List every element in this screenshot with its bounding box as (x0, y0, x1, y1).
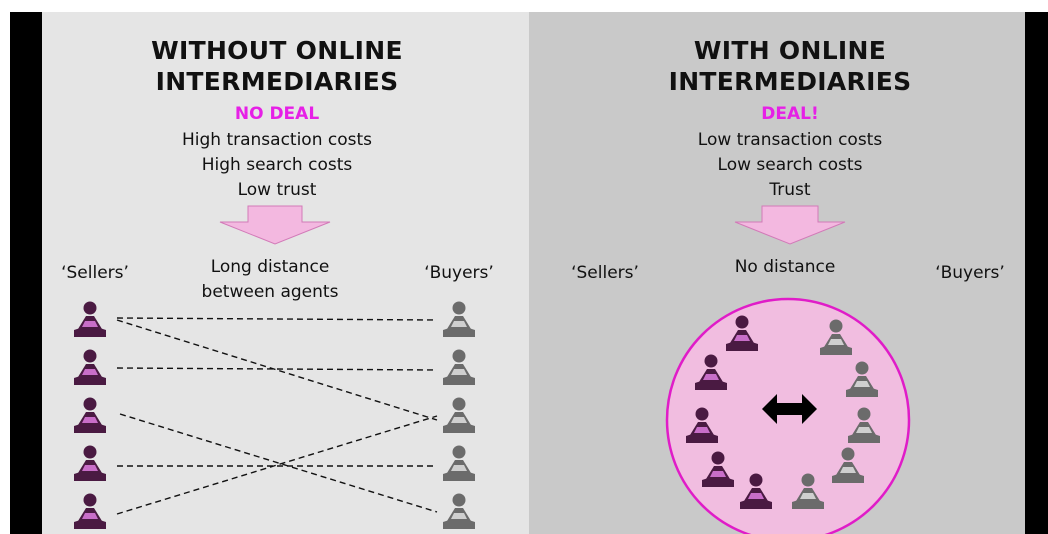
right-reason-3: Trust (769, 180, 811, 200)
seller-person-icon (695, 354, 727, 390)
right-sellers-label: ‘Sellers’ (571, 263, 639, 283)
buyer-person-icon (443, 445, 475, 481)
buyer-person-icon (846, 361, 878, 397)
right-title-line1: WITH ONLINE (693, 36, 887, 65)
seller-person-icon (74, 301, 106, 337)
seller-person-icon (74, 445, 106, 481)
left-sellers-label: ‘Sellers’ (61, 263, 129, 283)
buyer-person-icon (820, 319, 852, 355)
right-black-border (1025, 12, 1048, 534)
left-reason-1: High transaction costs (181, 130, 373, 150)
seller-person-icon (74, 397, 106, 433)
right-distance-label: No distance (734, 257, 836, 277)
dashed-line (116, 319, 438, 421)
seller-person-icon (740, 473, 772, 509)
buyer-person-icon (832, 447, 864, 483)
left-black-border (10, 12, 42, 534)
right-title-line2: INTERMEDIARIES (668, 67, 912, 96)
double-arrow-icon (762, 394, 817, 424)
right-verdict: DEAL! (761, 104, 819, 124)
left-verdict: NO DEAL (234, 104, 320, 124)
dashed-line (116, 317, 438, 321)
buyer-person-icon (443, 349, 475, 385)
left-title-line2: INTERMEDIARIES (155, 67, 399, 96)
connection-lines (116, 317, 438, 515)
seller-person-icon (702, 451, 734, 487)
buyer-person-icon (443, 301, 475, 337)
dashed-line (119, 413, 438, 513)
left-title-line1: WITHOUT ONLINE (151, 36, 403, 65)
seller-person-icon (74, 349, 106, 385)
left-buyers-label: ‘Buyers’ (424, 263, 494, 283)
seller-person-icon (74, 493, 106, 529)
left-panel-without-intermediaries (42, 12, 529, 534)
buyer-person-icon (443, 397, 475, 433)
left-reason-3: Low trust (237, 180, 317, 200)
buyer-person-icon (848, 407, 880, 443)
left-distance-line1: Long distance (210, 257, 330, 277)
right-reason-1: Low transaction costs (697, 130, 883, 150)
dashed-line (116, 415, 438, 515)
left-distance-line2: between agents (201, 282, 339, 302)
seller-person-icon (726, 315, 758, 351)
right-buyers-label: ‘Buyers’ (935, 263, 1005, 283)
right-down-arrow-icon (734, 205, 846, 245)
seller-person-icon (686, 407, 718, 443)
left-down-arrow-icon (219, 205, 331, 245)
agents-group (74, 301, 880, 529)
buyer-person-icon (443, 493, 475, 529)
right-reason-2: Low search costs (717, 155, 863, 175)
buyer-person-icon (792, 473, 824, 509)
dashed-line (116, 367, 438, 371)
left-reason-2: High search costs (201, 155, 353, 175)
